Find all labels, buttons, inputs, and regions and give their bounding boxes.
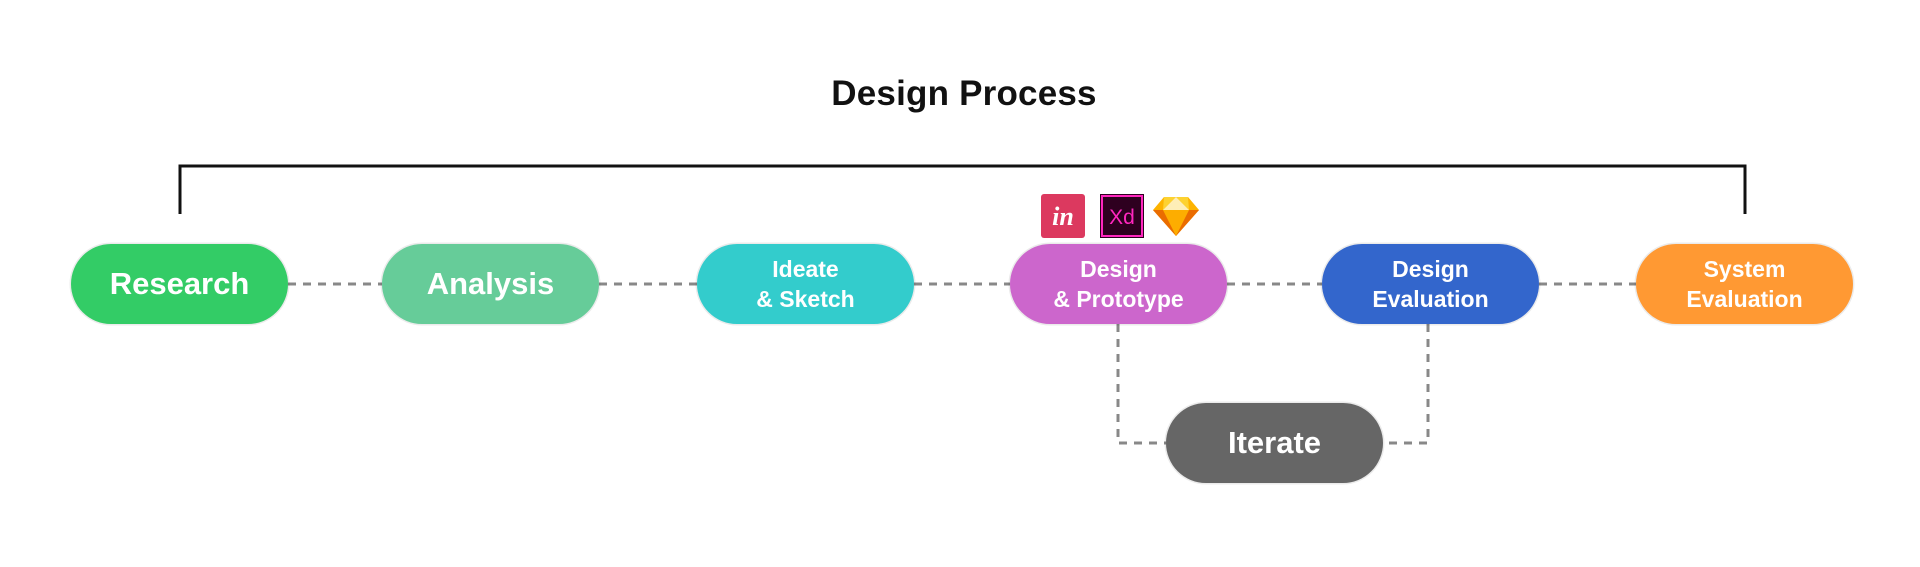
link-design-iterate bbox=[1116, 324, 1166, 445]
step-ideate-sketch-label: Ideate & Sketch bbox=[756, 256, 855, 312]
step-system-evaluation: System Evaluation bbox=[1636, 244, 1853, 324]
invision-icon: in bbox=[1041, 194, 1085, 238]
step-analysis: Analysis bbox=[382, 244, 599, 324]
step-design-evaluation: Design Evaluation bbox=[1322, 244, 1539, 324]
step-system-evaluation-label: System Evaluation bbox=[1686, 256, 1803, 312]
svg-text:in: in bbox=[1052, 202, 1074, 231]
link-evaluation-iterate bbox=[1382, 324, 1430, 445]
step-analysis-label: Analysis bbox=[426, 266, 555, 301]
svg-text:Xd: Xd bbox=[1109, 206, 1135, 229]
step-research: Research bbox=[71, 244, 288, 324]
process-bracket bbox=[178, 164, 1747, 214]
step-iterate: Iterate bbox=[1166, 403, 1383, 483]
step-design-prototype: Design & Prototype bbox=[1010, 244, 1227, 324]
step-design-prototype-label: Design & Prototype bbox=[1053, 256, 1184, 312]
step-design-evaluation-label: Design Evaluation bbox=[1372, 256, 1489, 312]
adobe-xd-icon: Xd bbox=[1100, 194, 1144, 238]
sketch-icon bbox=[1152, 194, 1200, 238]
page-title: Design Process bbox=[831, 74, 1097, 113]
step-research-label: Research bbox=[109, 266, 250, 301]
step-ideate-sketch: Ideate & Sketch bbox=[697, 244, 914, 324]
step-iterate-label: Iterate bbox=[1227, 425, 1322, 460]
